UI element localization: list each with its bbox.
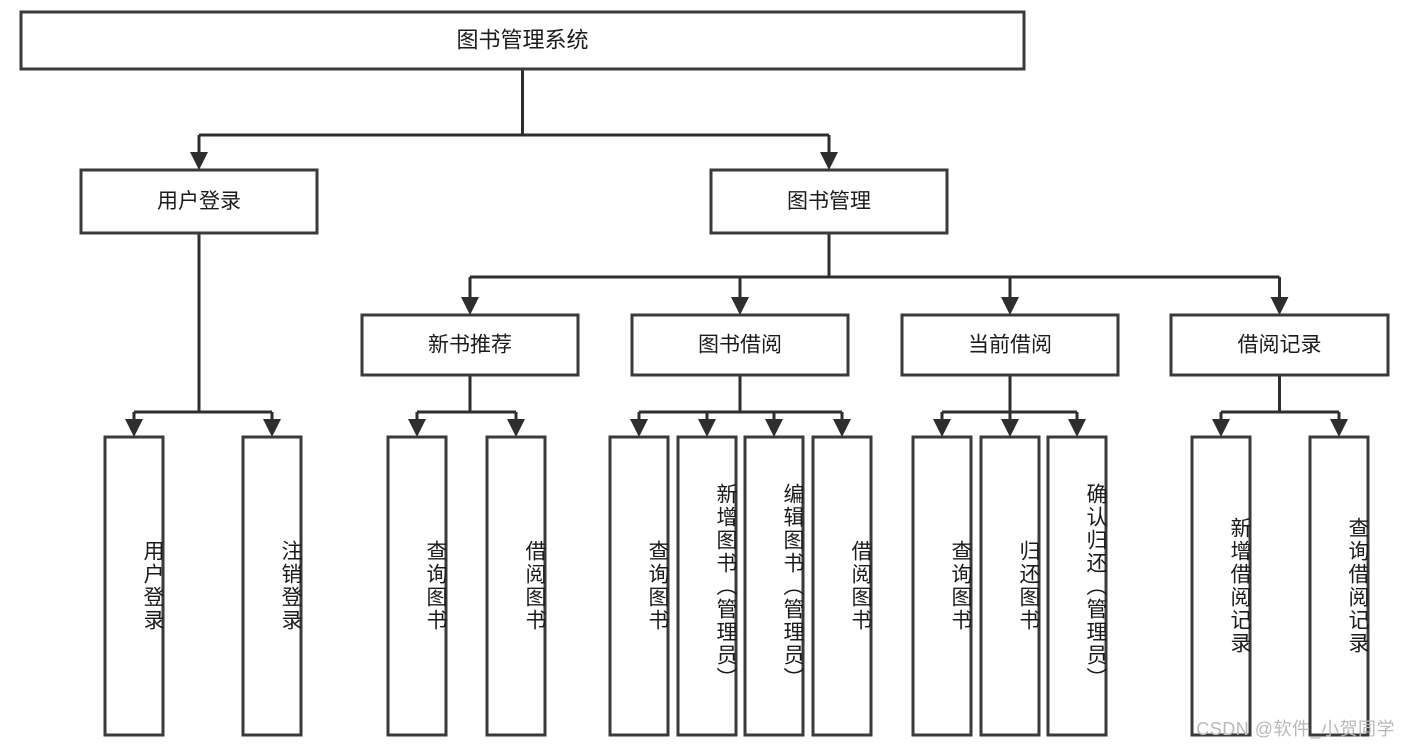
watermark-text: CSDN @软件_小贺同学 bbox=[1196, 719, 1395, 739]
level3-node-box-2[interactable] bbox=[900, 313, 1120, 377]
level2-node-label-1: 图书管理 bbox=[787, 190, 871, 213]
root-node-label: 图书管理系统 bbox=[456, 27, 588, 52]
level3-node-box-0[interactable] bbox=[360, 313, 580, 377]
arrow-head-icon bbox=[1001, 297, 1019, 315]
level3-node-box-3[interactable] bbox=[1169, 313, 1390, 377]
arrow-head-icon bbox=[125, 419, 143, 437]
arrow-head-icon bbox=[698, 419, 716, 437]
level3-node-label-3: 借阅记录 bbox=[1238, 334, 1322, 357]
arrow-head-icon bbox=[461, 297, 479, 315]
arrow-head-icon bbox=[731, 297, 749, 315]
level2-node-box-0[interactable] bbox=[79, 168, 319, 235]
arrow-head-icon bbox=[820, 152, 838, 170]
level3-node-label-2: 当前借阅 bbox=[968, 334, 1052, 357]
leaf-node-box-11[interactable] bbox=[1190, 435, 1252, 737]
arrow-head-icon bbox=[263, 419, 281, 437]
leaf-node-box-2[interactable] bbox=[386, 435, 448, 737]
arrow-head-icon bbox=[630, 419, 648, 437]
arrow-head-icon bbox=[1068, 419, 1086, 437]
root-node-box[interactable] bbox=[19, 10, 1026, 71]
arrow-head-icon bbox=[1212, 419, 1230, 437]
arrow-head-icon bbox=[833, 419, 851, 437]
arrow-head-icon bbox=[507, 419, 525, 437]
leaf-node-box-9[interactable] bbox=[979, 435, 1041, 737]
connectors-layer bbox=[125, 69, 1348, 437]
leaf-node-box-7[interactable] bbox=[811, 435, 873, 737]
leaf-node-box-0[interactable] bbox=[103, 435, 165, 737]
arrow-head-icon bbox=[1270, 297, 1289, 315]
leaf-node-box-1[interactable] bbox=[241, 435, 303, 737]
boxes-layer bbox=[19, 10, 1390, 737]
arrow-head-icon bbox=[1001, 419, 1019, 437]
level3-node-box-1[interactable] bbox=[630, 313, 850, 377]
leaf-node-box-4[interactable] bbox=[608, 435, 670, 737]
leaf-node-box-8[interactable] bbox=[911, 435, 973, 737]
leaf-node-box-3[interactable] bbox=[485, 435, 547, 737]
leaf-node-box-6[interactable] bbox=[743, 435, 805, 737]
leaf-node-box-5[interactable] bbox=[676, 435, 738, 737]
arrow-head-icon bbox=[1330, 419, 1348, 437]
leaf-node-box-12[interactable] bbox=[1308, 435, 1370, 737]
arrow-head-icon bbox=[933, 419, 951, 437]
leaf-node-box-10[interactable] bbox=[1046, 435, 1108, 737]
arrow-head-icon bbox=[765, 419, 783, 437]
arrow-head-icon bbox=[408, 419, 426, 437]
level3-node-label-0: 新书推荐 bbox=[428, 334, 512, 357]
level3-node-label-1: 图书借阅 bbox=[698, 334, 782, 357]
arrow-head-icon bbox=[190, 152, 208, 170]
level2-node-box-1[interactable] bbox=[709, 168, 949, 235]
level2-node-label-0: 用户登录 bbox=[157, 190, 241, 213]
